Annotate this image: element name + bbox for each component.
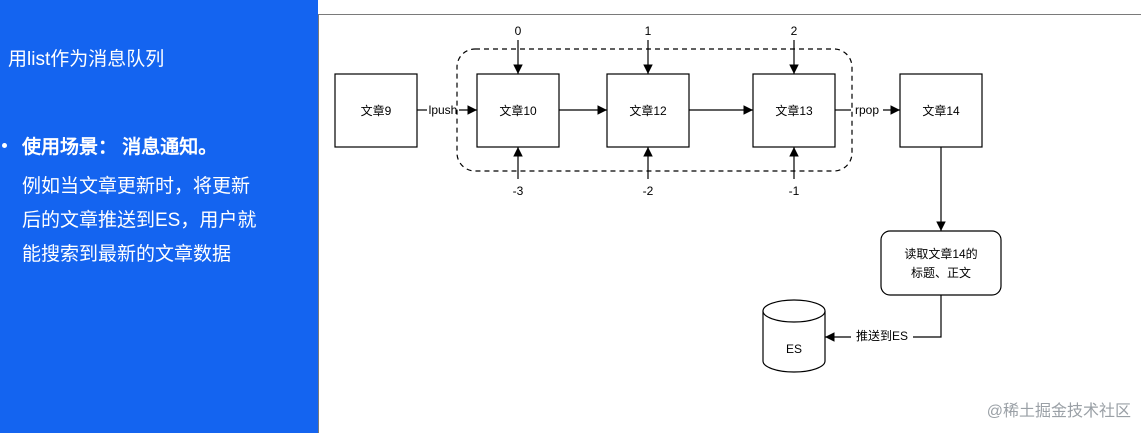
node-article-9-box <box>334 73 418 148</box>
index-top-0: 0 <box>515 24 522 38</box>
index-top-1: 1 <box>645 24 652 38</box>
node-article-14: 文章14 <box>922 103 960 118</box>
edge-label-push-es: 推送到ES <box>856 328 908 343</box>
index-bottom-2: -1 <box>789 184 800 198</box>
node-article-10: 文章10 <box>499 103 537 118</box>
list-container-dashed <box>456 48 853 172</box>
watermark: @稀土掘金技术社区 <box>986 403 1131 420</box>
left-panel: 用list作为消息队列 使用场景： 消息通知。 例如当文章更新时，将更新 后的文… <box>0 0 318 433</box>
bullet-body-line: 例如当文章更新时，将更新 <box>22 176 251 197</box>
diagram-canvas: 文章9 文章10 文章12 文章13 文章14 lpush rpop 0 1 2… <box>318 14 1141 433</box>
bullet-dot <box>2 143 7 148</box>
node-article-13: 文章13 <box>775 103 813 118</box>
index-bottom-1: -2 <box>643 184 654 198</box>
node-article-10-box <box>476 73 560 148</box>
node-read-article-line1: 读取文章14的 <box>904 246 977 261</box>
panel-title: 用list作为消息队列 <box>8 49 165 70</box>
node-read-article-box <box>880 230 1002 296</box>
bullet-body: 例如当文章更新时，将更新 后的文章推送到ES，用户就 能搜索到最新的文章数据 <box>22 170 312 272</box>
node-es: ES <box>786 342 802 356</box>
edge-label-lpush: lpush <box>429 103 458 117</box>
queue-diagram: 文章9 文章10 文章12 文章13 文章14 lpush rpop 0 1 2… <box>334 24 1002 373</box>
edge-label-rpop: rpop <box>855 103 879 117</box>
index-top-2: 2 <box>791 24 798 38</box>
edge-label-bg <box>851 327 913 345</box>
es-database-icon <box>762 299 826 373</box>
node-article-9: 文章9 <box>361 103 392 118</box>
bullet-heading: 使用场景： 消息通知。 <box>22 137 218 158</box>
bullet-body-line: 后的文章推送到ES，用户就 <box>22 210 257 231</box>
node-read-article-line2: 标题、正文 <box>911 265 971 280</box>
bullet-body-line: 能搜索到最新的文章数据 <box>22 244 232 265</box>
index-bottom-0: -3 <box>513 184 524 198</box>
node-article-12: 文章12 <box>629 103 667 118</box>
